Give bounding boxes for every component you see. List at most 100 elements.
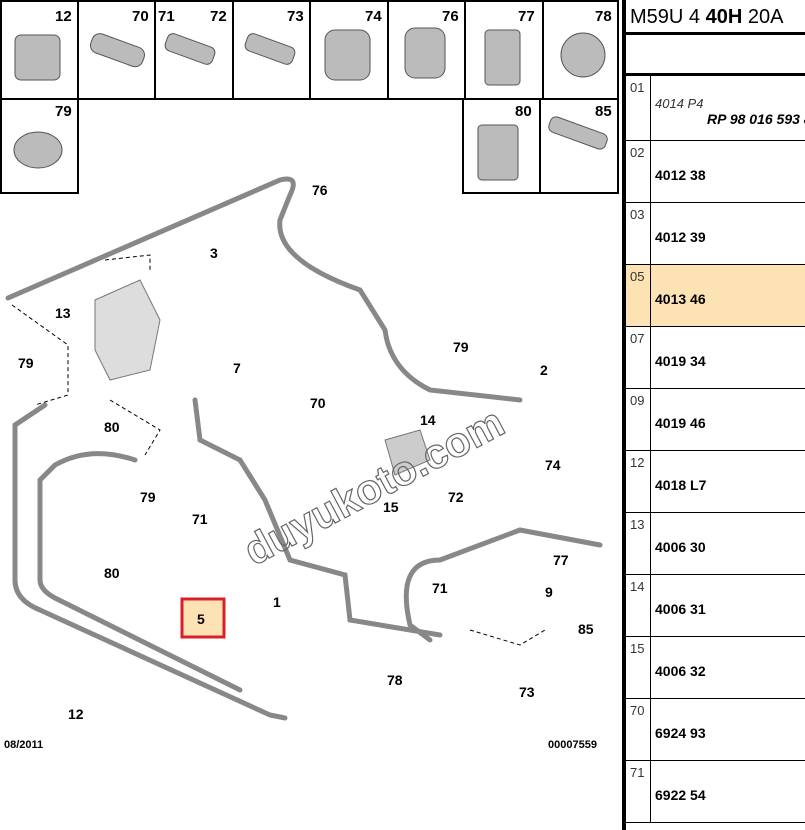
valve-body (384, 429, 431, 476)
callout-80-bottom: 80 (104, 565, 120, 581)
callout-78: 78 (387, 672, 403, 688)
part-number: 12 (626, 451, 651, 512)
thumbnail-parts (13, 27, 608, 181)
reference-text: 4018 L7 (655, 477, 707, 493)
callout-1: 1 (273, 594, 281, 610)
reference-text: 4006 30 (655, 539, 706, 555)
part-reference: 4006 31 (651, 575, 805, 636)
thumb-71: 71 (158, 8, 175, 25)
part-number: 13 (626, 513, 651, 574)
callout-73: 73 (519, 684, 535, 700)
reference-text: 4006 32 (655, 663, 706, 679)
thumb-72: 72 (210, 8, 227, 25)
rp-reference: RP 98 016 593 80 (707, 111, 805, 127)
part-reference: 4019 34 (651, 327, 805, 388)
part-reference: 6922 54 (651, 761, 805, 822)
callout-9: 9 (545, 584, 553, 600)
part-number: 09 (626, 389, 651, 450)
part-number: 15 (626, 637, 651, 698)
thumb-12: 12 (55, 8, 72, 25)
footer-date: 08/2011 (4, 739, 43, 751)
thumbnail-grid (0, 0, 619, 194)
reference-text: 6922 54 (655, 787, 706, 803)
reference-text: 4019 46 (655, 415, 706, 431)
part-number: 07 (626, 327, 651, 388)
hoses (5, 176, 603, 721)
reference-text: 4019 34 (655, 353, 706, 369)
reference-text: 6924 93 (655, 725, 706, 741)
part-number: 14 (626, 575, 651, 636)
thumb-74: 74 (365, 8, 382, 25)
thumbnail-labels: 12 70 71 72 73 74 76 77 78 79 80 85 (55, 8, 612, 120)
callout-13: 13 (55, 305, 71, 321)
callout-12: 12 (68, 706, 84, 722)
part-reference: 4012 38 (651, 141, 805, 202)
callout-3: 3 (210, 245, 218, 261)
callout-70: 70 (310, 395, 326, 411)
part-reference: 4019 46 (651, 389, 805, 450)
callout-5: 5 (197, 611, 205, 627)
parts-diagram: 12 70 71 72 73 74 76 77 78 79 80 85 3 76… (0, 0, 619, 751)
model-code: M59U 4 40H 20A (626, 0, 805, 35)
part-number: 01 (626, 76, 651, 140)
footer-ref: 00007559 (548, 739, 597, 751)
callout-15: 15 (383, 499, 399, 515)
callout-7: 7 (233, 360, 241, 376)
reference-text: 4006 31 (655, 601, 706, 617)
code-bold: 40H (705, 6, 743, 28)
callout-71-right: 71 (432, 580, 448, 596)
thumb-80: 80 (515, 103, 532, 120)
callout-80-top: 80 (104, 419, 120, 435)
part-number: 02 (626, 141, 651, 202)
thumb-79: 79 (55, 103, 72, 120)
part-number: 71 (626, 761, 651, 822)
thumb-77: 77 (518, 8, 535, 25)
callout-79-right: 79 (453, 339, 469, 355)
callout-79-left: 79 (18, 355, 34, 371)
callout-72: 72 (448, 489, 464, 505)
part-reference: 4013 46 (651, 265, 805, 326)
reference-text: 4013 46 (655, 291, 706, 307)
code-prefix: M59U 4 (630, 6, 706, 28)
callout-71-left: 71 (192, 511, 208, 527)
part-number: 05 (626, 265, 651, 326)
reference-text: 4012 38 (655, 167, 706, 183)
thumb-73: 73 (287, 8, 304, 25)
part-reference: 4006 32 (651, 637, 805, 698)
callout-76: 76 (312, 182, 328, 198)
callout-79-mid: 79 (140, 489, 156, 505)
part-reference: 4006 30 (651, 513, 805, 574)
part-number: 70 (626, 699, 651, 760)
callout-14: 14 (420, 412, 436, 428)
thumb-85: 85 (595, 103, 612, 120)
code-suffix: 20A (742, 6, 784, 28)
part-reference: 4012 39 (651, 203, 805, 264)
selected-part-5[interactable]: 5 (180, 597, 226, 639)
alt-reference: 4014 P4 (655, 96, 704, 111)
part-number: 03 (626, 203, 651, 264)
reservoir (94, 279, 161, 381)
blank-row (626, 35, 805, 76)
reference-text: 4012 39 (655, 229, 706, 245)
part-reference: 4018 L7 (651, 451, 805, 512)
callout-85: 85 (578, 621, 594, 637)
thumb-70: 70 (132, 8, 149, 25)
callout-74: 74 (545, 457, 561, 473)
callout-2: 2 (540, 362, 548, 378)
thumb-76: 76 (442, 8, 459, 25)
part-reference: 6924 93 (651, 699, 805, 760)
